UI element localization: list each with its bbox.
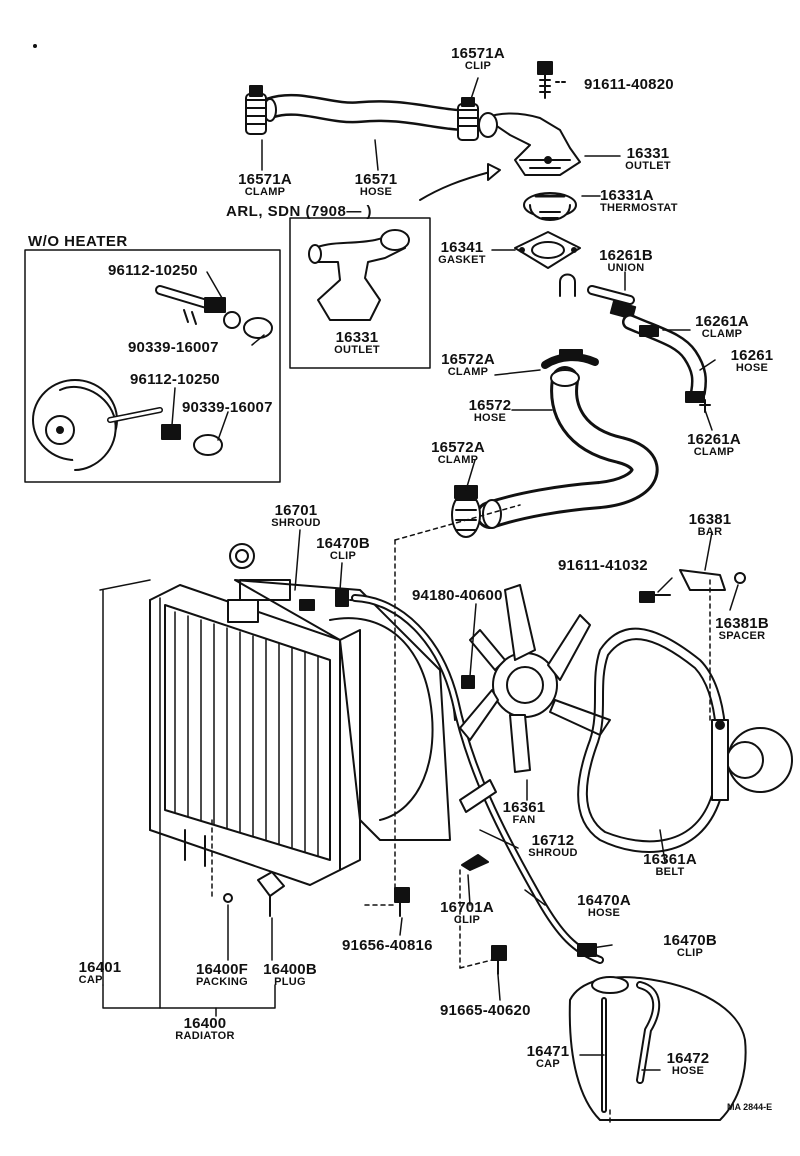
label-p15: 96112-10250 bbox=[130, 371, 220, 388]
thermostat bbox=[523, 192, 577, 221]
dashed-leaders bbox=[211, 504, 711, 1125]
inset-header: W/O HEATER bbox=[28, 233, 128, 250]
speck bbox=[33, 44, 37, 48]
bolt-91656-40816 bbox=[394, 887, 410, 917]
label-p14: 90339-16007 bbox=[128, 339, 219, 356]
clip-16571A-right bbox=[457, 97, 479, 141]
fan-belt bbox=[577, 627, 727, 853]
label-p25: 94180-40600 bbox=[412, 587, 503, 604]
arl-arrow-head bbox=[487, 163, 501, 181]
adjusting-bar bbox=[639, 569, 746, 603]
drain-plug bbox=[223, 871, 285, 917]
stud-bracket bbox=[559, 273, 576, 297]
leader-lines bbox=[99, 77, 739, 1071]
shroud-16712 bbox=[459, 779, 497, 813]
wo-heater-box bbox=[24, 249, 281, 483]
drawing-code: MA 2844-E bbox=[727, 1102, 773, 1112]
water-outlet bbox=[478, 112, 581, 176]
lower-hose bbox=[476, 366, 659, 529]
label-p2: 91611-40820 bbox=[584, 76, 674, 93]
clip-16470B-bottom bbox=[577, 943, 597, 957]
label-p16: 90339-16007 bbox=[182, 399, 273, 416]
bolt-91611-40820 bbox=[537, 61, 569, 99]
clamp-16571A-left bbox=[245, 85, 267, 135]
bolt-91665-40620 bbox=[491, 945, 507, 975]
nut-94180-40600 bbox=[461, 675, 475, 689]
arl-inset-box bbox=[289, 217, 431, 369]
upper-hose bbox=[259, 93, 471, 131]
reservoir-tank bbox=[568, 976, 747, 1121]
clip-16701A bbox=[461, 854, 489, 871]
label-p33: 91665-40620 bbox=[440, 1002, 531, 1019]
radiator bbox=[149, 543, 361, 886]
clip-16470B-top bbox=[335, 589, 349, 607]
label-p13: 96112-10250 bbox=[108, 262, 198, 279]
label-p23: 91611-41032 bbox=[558, 557, 648, 574]
heater-union-hose bbox=[587, 285, 711, 413]
arl-outlet bbox=[308, 229, 410, 321]
clamp-16572A-bottom bbox=[451, 485, 481, 538]
label-p31: 91656-40816 bbox=[342, 937, 433, 954]
gasket bbox=[514, 231, 581, 269]
overflow-hose-inner bbox=[353, 596, 602, 962]
clamp-16572A-top bbox=[541, 349, 599, 369]
variant-note: ARL, SDN (7908— ) bbox=[226, 203, 373, 220]
arl-arrow bbox=[419, 171, 491, 201]
wo-heater-parts bbox=[32, 285, 273, 471]
alternator bbox=[711, 719, 793, 801]
cooling-fan bbox=[459, 584, 611, 773]
